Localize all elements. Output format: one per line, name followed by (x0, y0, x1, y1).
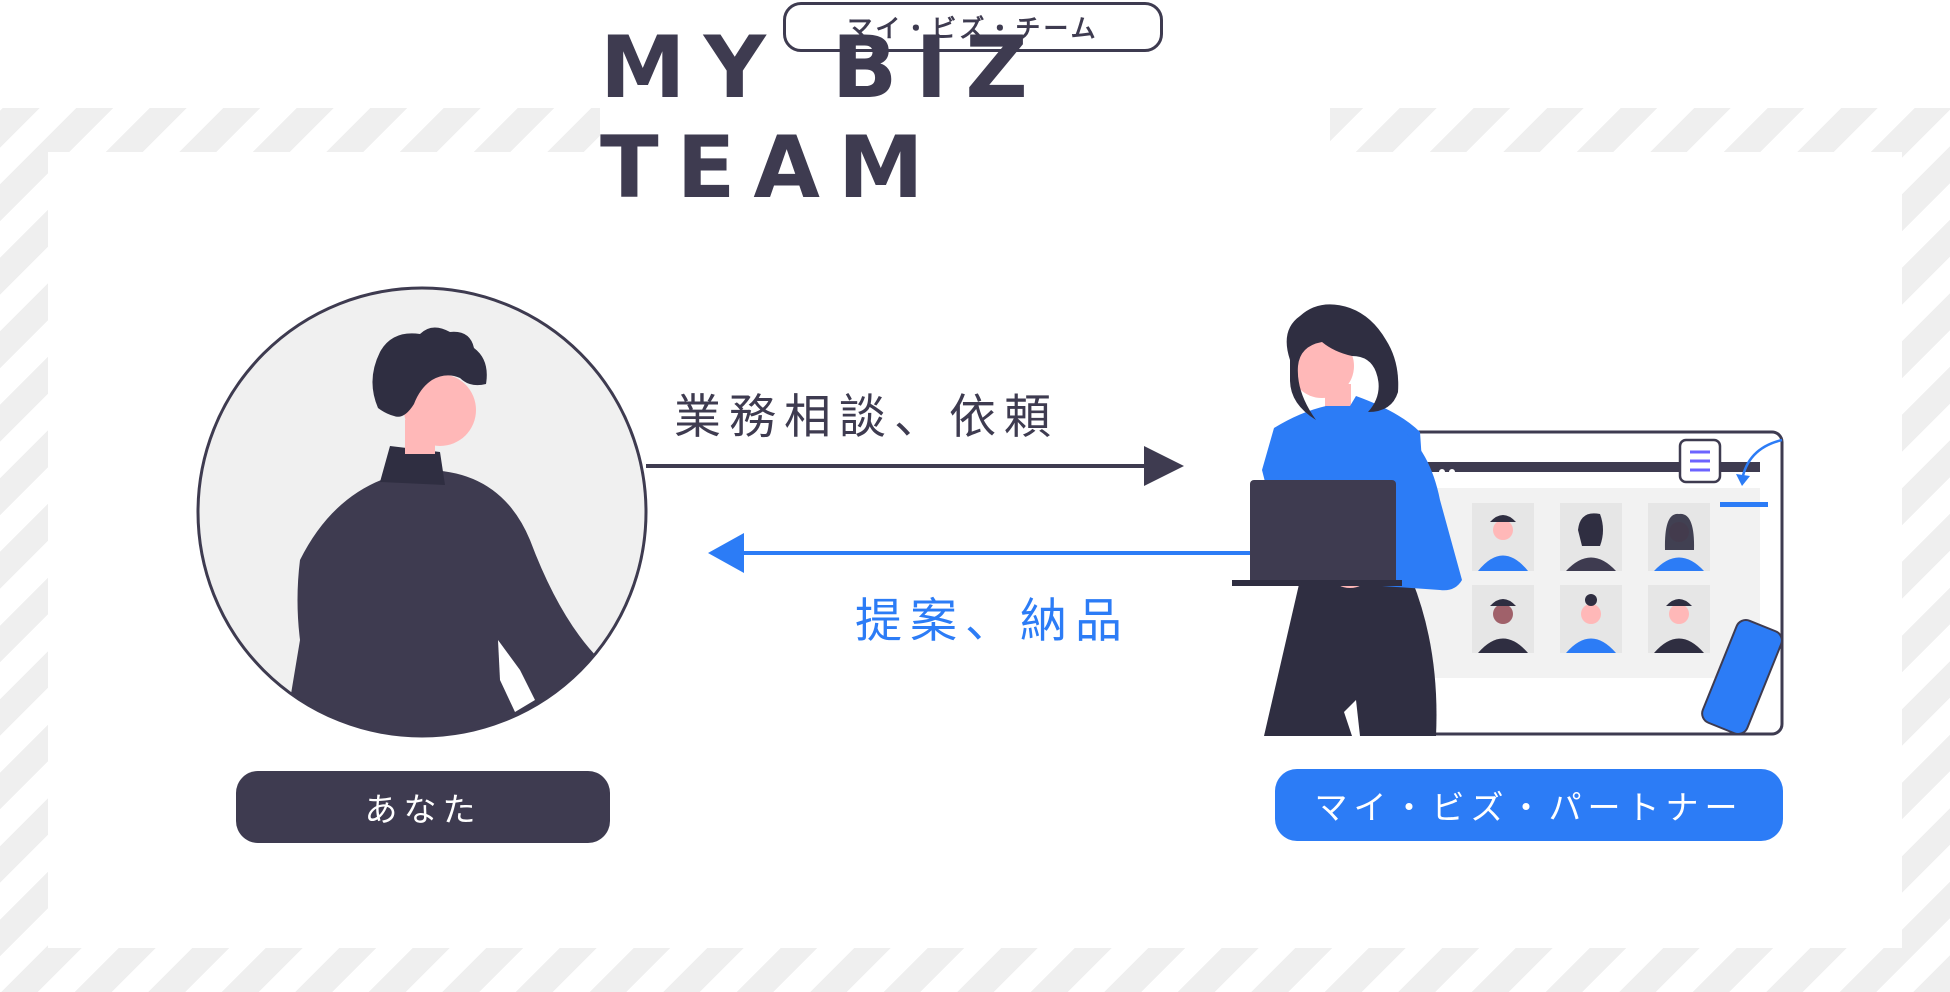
proposal-arrow (708, 533, 1265, 573)
request-arrow (646, 446, 1184, 486)
person-silhouette-icon (198, 288, 646, 760)
request-label: 業務相談、依頼 (674, 378, 1059, 447)
proposal-label: 提案、納品 (855, 582, 1130, 651)
role-you-pill: あなた (236, 771, 610, 843)
role-partner-pill: マイ・ビズ・パートナー (1275, 769, 1783, 841)
woman-with-laptop-icon (1232, 304, 1462, 736)
laptop (1250, 480, 1396, 584)
